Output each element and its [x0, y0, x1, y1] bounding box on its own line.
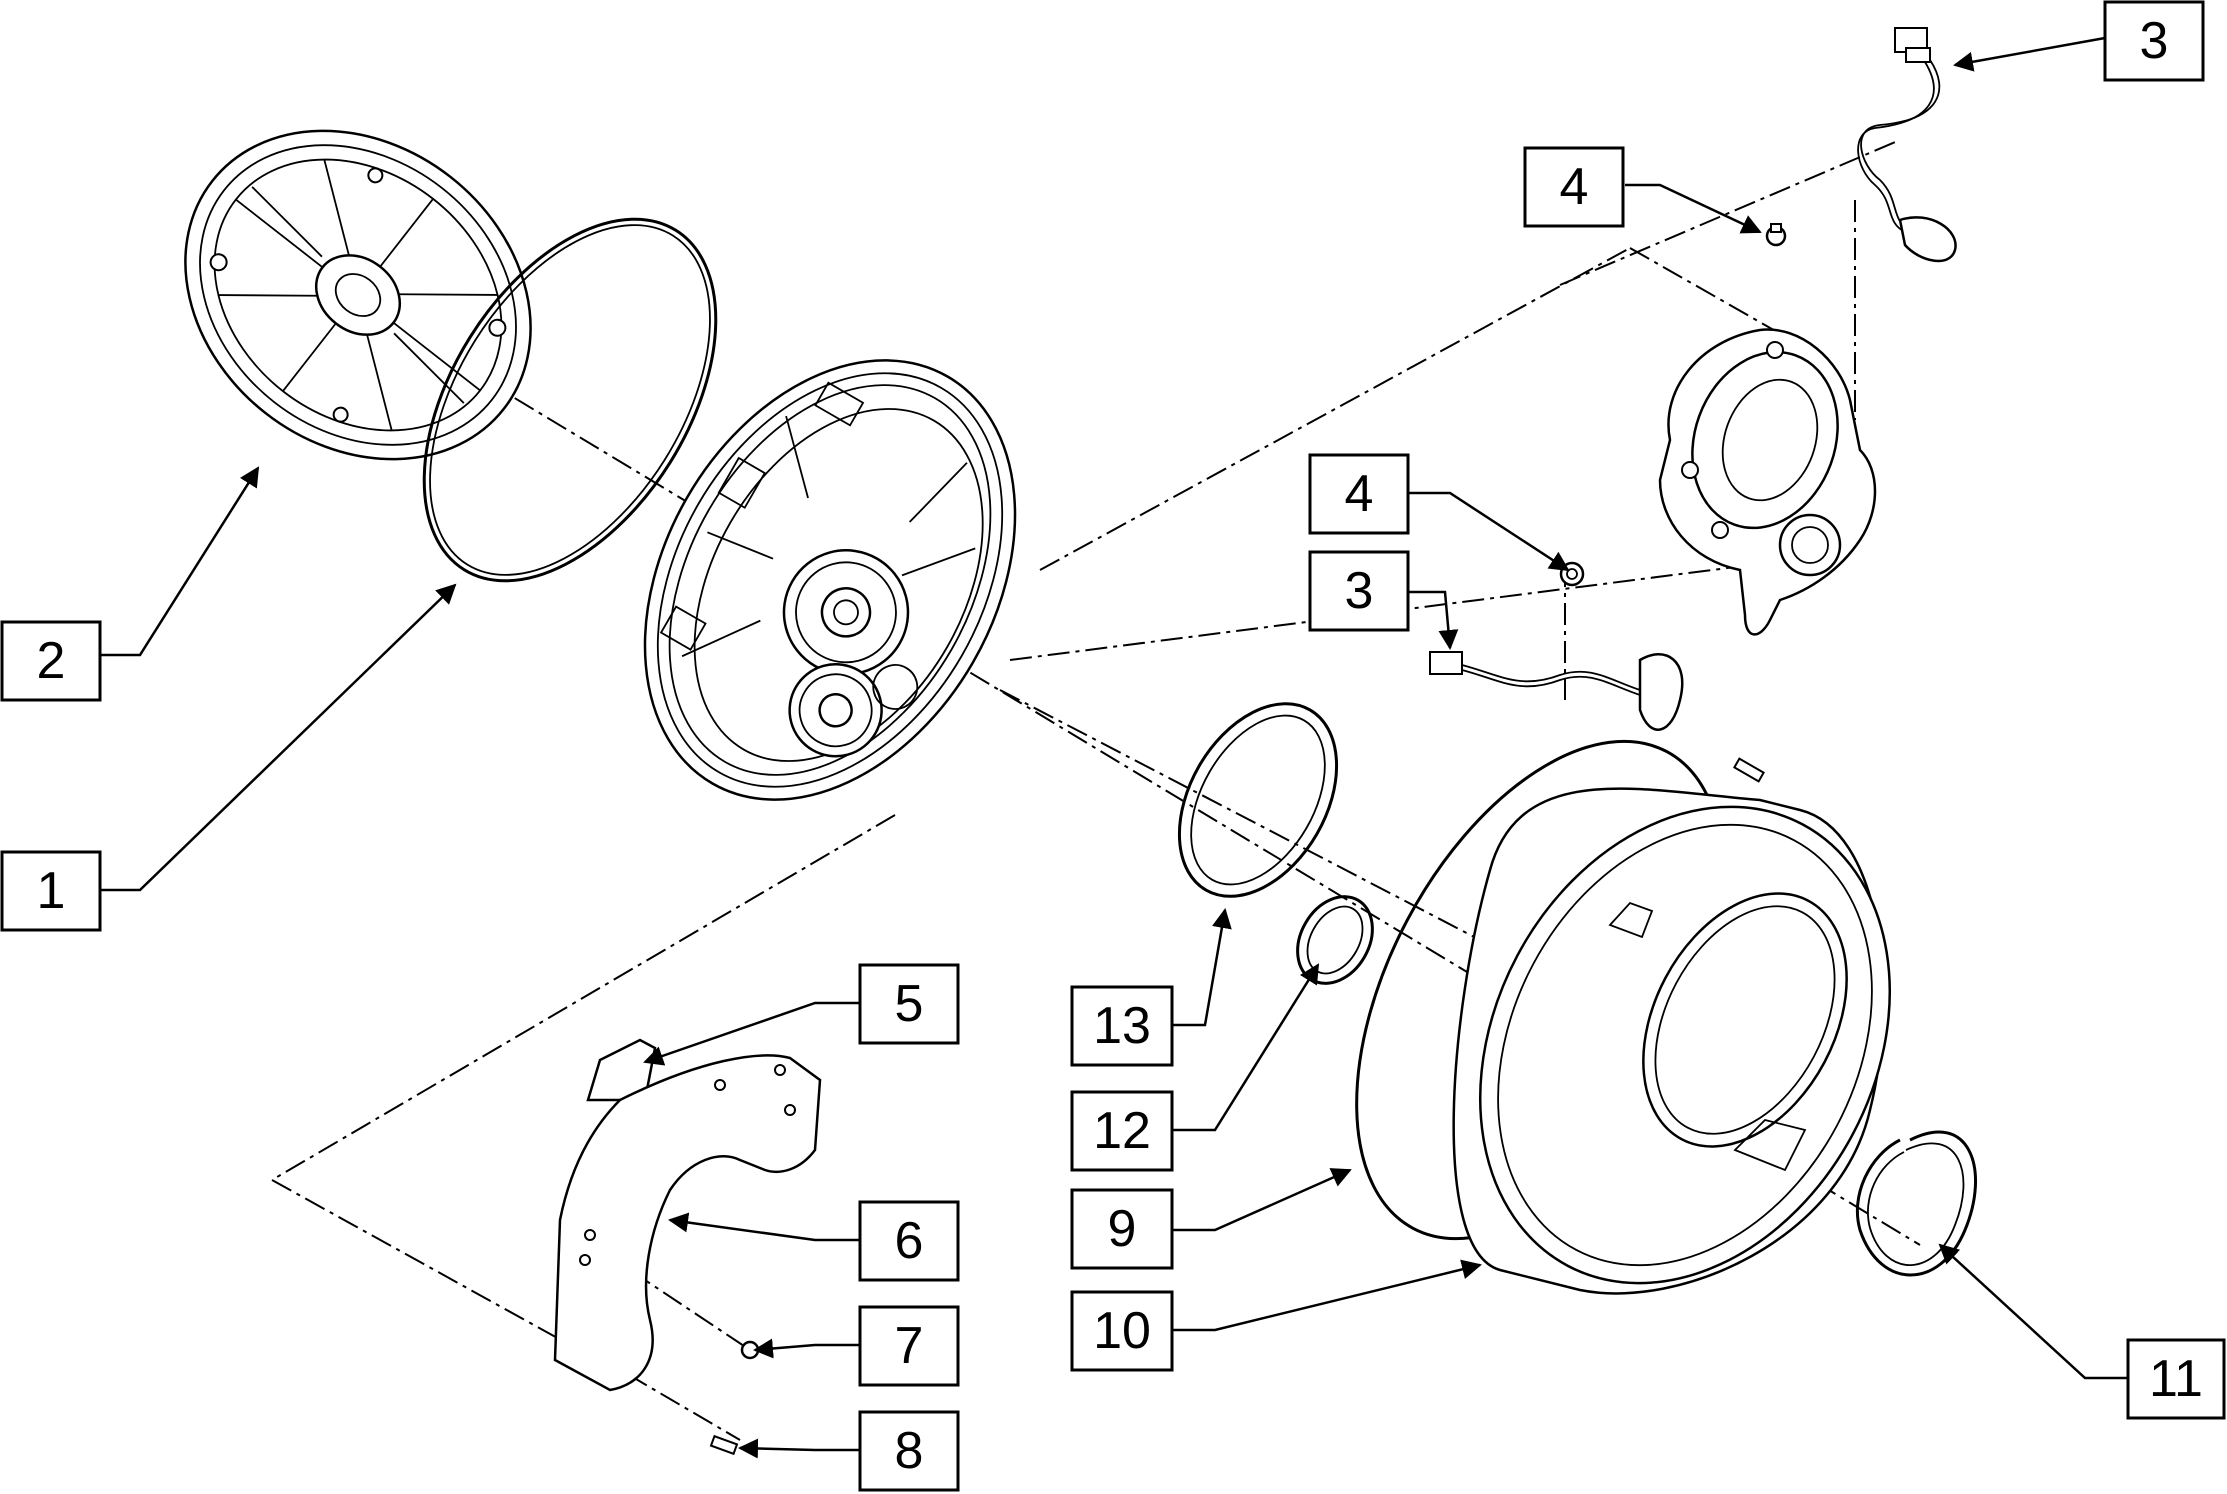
- sensor-cable-lower: [1429, 651, 1684, 731]
- callout-5: 5: [858, 963, 960, 1045]
- large-o-ring: [422, 217, 718, 583]
- callout-4-upper-label: 4: [1560, 158, 1589, 216]
- callout-4-upper: 4: [1523, 146, 1625, 228]
- callout-13-label: 13: [1093, 997, 1151, 1055]
- callout-6: 6: [858, 1200, 960, 1282]
- callout-3-lower-label: 3: [1345, 562, 1374, 620]
- callout-10-label: 10: [1093, 1302, 1151, 1360]
- cover-plate: [184, 129, 532, 461]
- callout-2-label: 2: [37, 632, 66, 690]
- callout-12-label: 12: [1093, 1102, 1151, 1160]
- callout-7: 7: [858, 1305, 960, 1387]
- seal-ring: [1177, 702, 1339, 898]
- callout-10: 10: [1070, 1290, 1174, 1372]
- callout-8: 8: [858, 1410, 960, 1492]
- small-seal: [1296, 895, 1374, 985]
- callout-1: 1: [0, 850, 102, 932]
- callout-13: 13: [1070, 985, 1174, 1067]
- callout-1-label: 1: [37, 862, 66, 920]
- callout-2: 2: [0, 620, 102, 702]
- callout-11: 11: [2126, 1338, 2226, 1420]
- callout-7-label: 7: [895, 1317, 924, 1375]
- callout-6-label: 6: [895, 1212, 924, 1270]
- callout-11-label: 11: [2149, 1350, 2203, 1408]
- side-cover-plate: [553, 1054, 822, 1392]
- snap-ring: [1855, 1130, 1978, 1277]
- callout-4-lower-label: 4: [1345, 465, 1374, 523]
- motor-gearbox-assembly: [643, 359, 1017, 801]
- bolt-upper: [1765, 223, 1787, 247]
- screw-8: [709, 1434, 739, 1456]
- callout-9-label: 9: [1108, 1200, 1137, 1258]
- callout-5-label: 5: [895, 975, 924, 1033]
- callout-4-lower: 4: [1308, 453, 1410, 535]
- label-sticker: [586, 1038, 657, 1102]
- callout-12: 12: [1070, 1090, 1174, 1172]
- sensor-cable-upper: [1857, 27, 1957, 263]
- callout-8-label: 8: [895, 1422, 924, 1480]
- brake-housing: [1658, 328, 1877, 636]
- callout-3-upper-label: 3: [2140, 12, 2169, 70]
- leader-lines: [100, 36, 2128, 1459]
- callout-9: 9: [1070, 1188, 1174, 1270]
- drum-housing: [1452, 787, 1891, 1295]
- callout-3-upper: 3: [2103, 0, 2205, 82]
- screw-small: [1733, 757, 1765, 783]
- callout-3-lower: 3: [1308, 550, 1410, 632]
